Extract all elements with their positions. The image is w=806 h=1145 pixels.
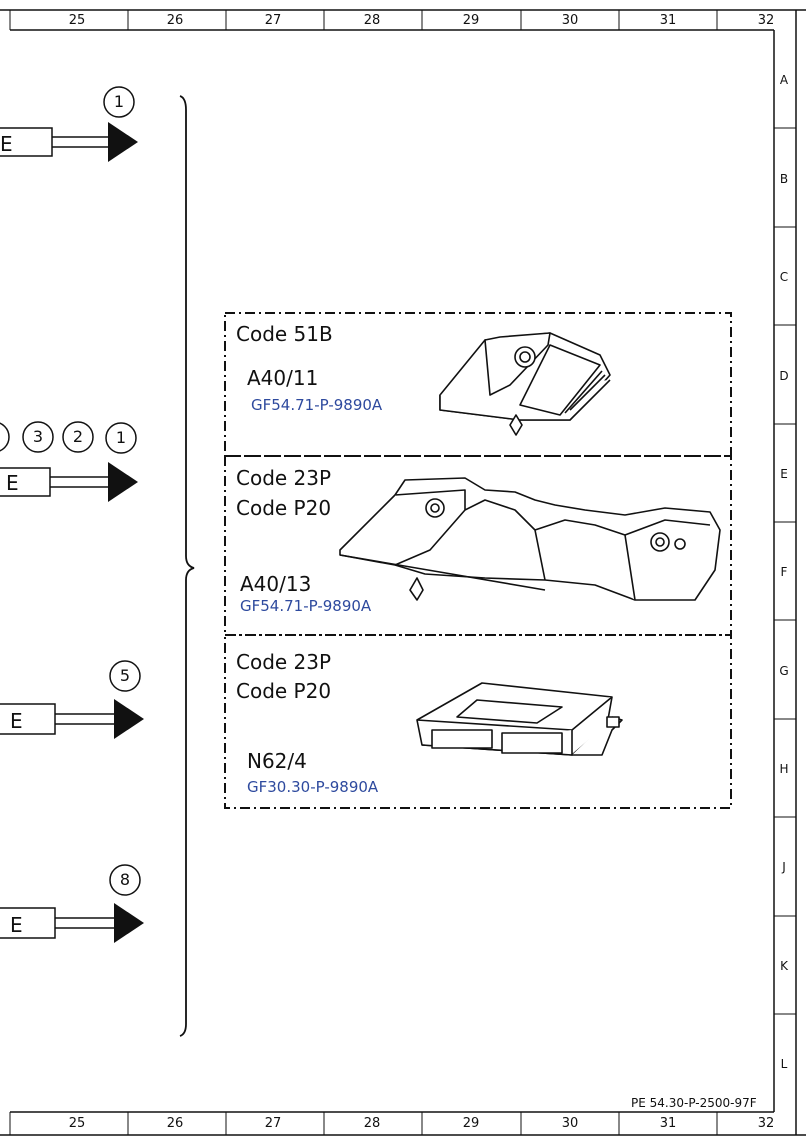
circle-number: 8 — [119, 870, 131, 889]
column-number: 28 — [363, 13, 381, 28]
column-number: 31 — [659, 13, 677, 28]
option-code: Code 51B — [236, 322, 333, 346]
option-code: Code 23P — [236, 650, 332, 674]
circle-number: 5 — [119, 666, 131, 685]
column-number: 32 — [757, 13, 775, 28]
arrow-head-icon — [114, 903, 144, 943]
row-letter: C — [779, 270, 789, 284]
option-code: Code P20 — [236, 496, 332, 520]
column-number: 26 — [166, 13, 184, 28]
dual-control-panel-icon — [339, 477, 721, 601]
row-letter: H — [779, 762, 789, 776]
panel-frame-1 — [224, 312, 732, 457]
connector-letter: E — [10, 913, 23, 937]
connector-arrow — [0, 864, 144, 943]
control-module-icon — [416, 682, 623, 756]
circle-number: 1 — [113, 92, 125, 111]
connector-arrow — [0, 660, 144, 739]
reference-link[interactable]: GF30.30-P-9890A — [247, 778, 379, 796]
column-number: 30 — [561, 13, 579, 28]
circle-number: 3 — [32, 427, 44, 446]
row-letter: G — [779, 664, 789, 678]
column-number: 25 — [68, 1116, 86, 1131]
document-reference: PE 54.30-P-2500-97F — [631, 1096, 757, 1110]
column-number: 32 — [757, 1116, 775, 1131]
row-letter: K — [780, 959, 788, 973]
row-letter: D — [779, 369, 789, 383]
panel-frame-2 — [224, 455, 732, 636]
reference-link[interactable]: GF54.71-P-9890A — [251, 396, 383, 414]
connector-arrow — [0, 86, 138, 162]
row-letter: A — [779, 73, 789, 87]
circle-number: 1 — [115, 428, 127, 447]
column-number: 31 — [659, 1116, 677, 1131]
row-letter: L — [780, 1057, 788, 1071]
arrow-head-icon — [108, 122, 138, 162]
row-letter: J — [782, 860, 786, 874]
column-number: 25 — [68, 13, 86, 28]
column-number: 26 — [166, 1116, 184, 1131]
column-number: 29 — [462, 13, 480, 28]
column-number: 28 — [363, 1116, 381, 1131]
control-panel-unit-icon — [439, 332, 611, 436]
option-code: Code 23P — [236, 466, 332, 490]
column-number: 30 — [561, 1116, 579, 1131]
component-id: A40/13 — [240, 572, 312, 596]
connector-letter: E — [0, 132, 12, 156]
connector-arrow — [0, 421, 138, 502]
connector-letter: E — [6, 471, 19, 495]
arrow-head-icon — [108, 462, 138, 502]
row-letter: F — [780, 565, 788, 579]
arrow-head-icon — [114, 699, 144, 739]
grouping-brace — [179, 95, 195, 1037]
component-id: A40/11 — [247, 366, 319, 390]
column-number: 29 — [462, 1116, 480, 1131]
connector-letter: E — [10, 709, 23, 733]
row-letter: B — [779, 172, 789, 186]
column-number: 27 — [264, 13, 282, 28]
reference-link[interactable]: GF54.71-P-9890A — [240, 597, 372, 615]
component-id: N62/4 — [247, 749, 307, 773]
circle-number: 2 — [72, 427, 84, 446]
row-letter: E — [780, 467, 788, 481]
column-number: 27 — [264, 1116, 282, 1131]
option-code: Code P20 — [236, 679, 332, 703]
